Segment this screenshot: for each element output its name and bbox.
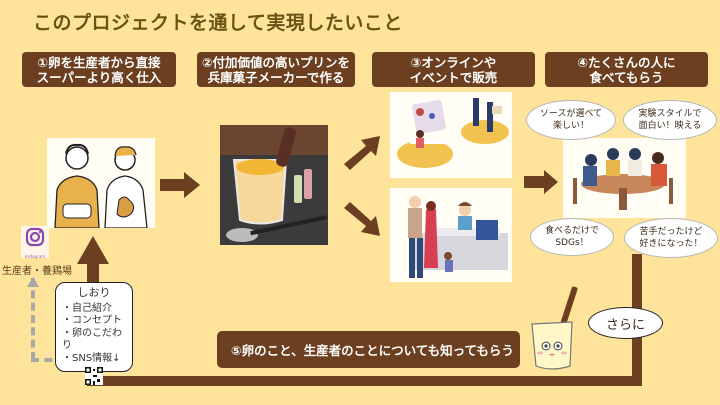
step-3-line2: イベントで販売 [409,69,498,85]
bookmark-item-concept: ・コンセプト [62,315,122,326]
arrow-down-right [342,200,382,240]
bookmark-item-intro: ・自己紹介 [62,302,112,314]
speech-bubble-4: 苦手だったけど 好きになった！ [624,218,718,258]
step-3-line1: ③オンラインや [410,54,497,70]
step-1-line2: スーパーより高く仕入 [36,69,162,85]
speech-bubble-2: 実験スタイルで 面白い！映える [623,100,717,140]
dashed-line-vertical [31,278,35,360]
speech-bubble-1: ソースが選べて 楽しい！ [526,100,616,140]
producers-illustration [47,138,155,228]
instagram-wordmark: Instagram [24,254,46,259]
speech-bubble-3: 食べるだけで SDGs！ [530,218,614,256]
step-4-label: ④たくさんの人に 食べてもらう [545,52,708,87]
sarani-speech-bubble: さらに [588,307,663,339]
bubble-2-line2: 面白い！映える [638,121,702,131]
step-2-label: ②付加価値の高いプリンを 兵庫菓子メーカーで作る [197,52,355,87]
arrow-up-head [77,236,109,268]
dashed-arrow-head [27,272,39,291]
instagram-icon[interactable]: Instagram [21,226,49,259]
bookmark-title: しおり [77,286,111,299]
bubble-4-line1: 苦手だったけど [639,227,703,237]
event-sales-illustration [390,188,512,282]
bubble-1-line2: 楽しい！ [552,121,589,131]
arrow-right-2 [524,170,558,198]
bubble-1-line1: ソースが選べて [539,109,603,119]
step-1-label: ①卵を生産者から直接 スーパーより高く仕入 [22,52,176,87]
step-5-label: ⑤卵のこと、生産者のことについても知ってもらう [217,331,520,368]
bookmark-card: しおり ・自己紹介 ・コンセプト ・卵のこだわり ・SNS情報↓ [55,282,133,385]
step-3-label: ③オンラインや イベントで販売 [372,52,535,87]
arrow-up-right [342,136,382,176]
arrow-right-1 [160,172,200,202]
bubble-3-line1: 食べるだけで [544,226,599,236]
pudding-photo [220,125,328,245]
bubble-4-line2: 好きになった！ [639,239,703,249]
step-4-line1: ④たくさんの人に [577,54,676,70]
people-eating-illustration [563,138,686,218]
step-4-line2: 食べてもらう [589,69,664,85]
online-sales-illustration [390,92,512,178]
bubble-3-line2: SDGs！ [555,238,589,248]
bookmark-item-sns: ・SNS情報↓ [62,352,121,364]
step-1-line1: ①卵を生産者から直接 [37,54,161,70]
bookmark-item-egg: ・卵のこだわり [62,327,122,352]
qr-code-icon[interactable] [85,367,103,385]
step-2-line2: 兵庫菓子メーカーで作る [207,69,345,85]
bubble-2-line1: 実験スタイルで [638,109,702,119]
beaker-mascot-icon [528,286,588,376]
instagram-label: 生産者・養鶏場 [2,266,72,277]
page-title: このプロジェクトを通して実現したいこと [33,12,403,34]
loop-line-bottom [87,376,642,386]
step-2-line1: ②付加価値の高いプリンを [201,54,351,70]
